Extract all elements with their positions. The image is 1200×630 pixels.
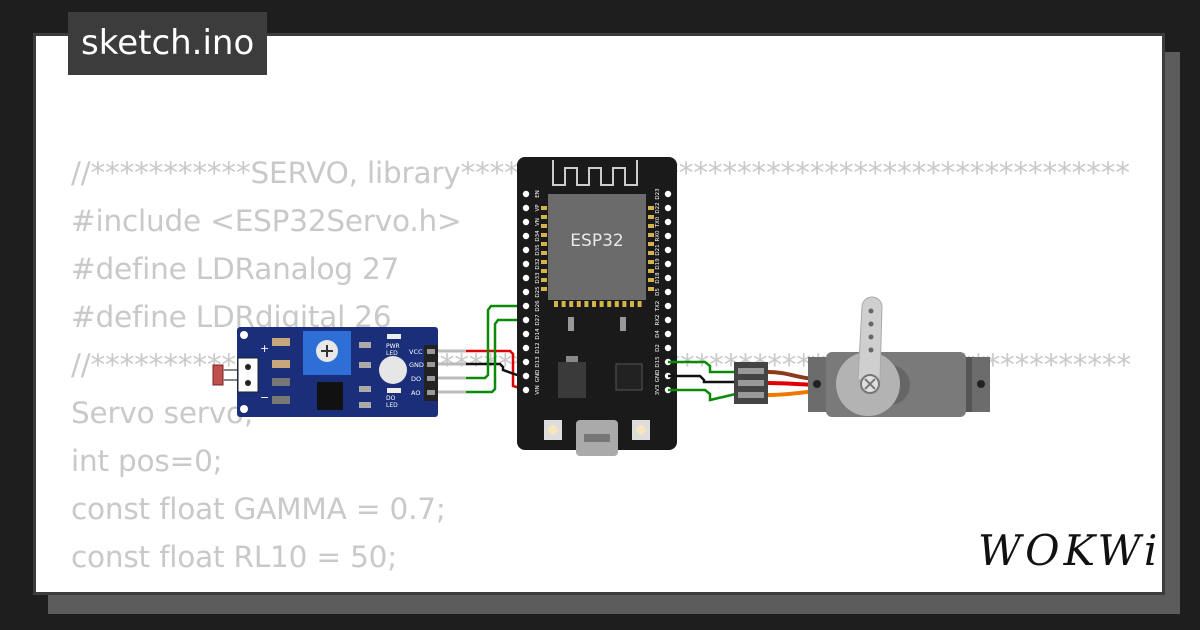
esp32-pin-label: TX2 [655,301,661,313]
esp32-pin-label: VIN [535,385,541,395]
code-line: Servo servo; [71,396,254,430]
esp32-pin-label: GND [535,370,541,383]
pin-label-do: DO [411,375,421,383]
esp32-pin-vp[interactable] [522,204,530,212]
ldr-module[interactable]: + − PWR LED DO LED VCC GND DO AO [212,327,466,417]
esp32-pin-d33[interactable] [522,274,530,282]
esp32-pin-label: EN [535,190,541,198]
esp32-pin-d34[interactable] [522,232,530,240]
esp32-pin-d5[interactable] [664,288,672,296]
code-line: const float GAMMA = 0.7; [71,492,446,526]
esp32-pin-rx0[interactable] [664,232,672,240]
esp32-pin-label: D12 [535,342,541,353]
esp32-pin-d27[interactable] [522,316,530,324]
code-line: #define LDRanalog 27 [71,252,400,286]
esp32-pin-d2[interactable] [664,344,672,352]
esp32-pin-label: D35 [535,244,541,256]
esp32-pin-d35[interactable] [522,246,530,254]
esp32-pin-tx2[interactable] [664,302,672,310]
pin-label-gnd: GND [409,361,424,369]
esp32-pin-en[interactable] [522,190,530,198]
chip-label: ESP32 [570,231,623,251]
esp32-pin-label: D19 [655,258,661,270]
code-line: int pos=0; [71,444,223,478]
comparator-chip [317,382,343,410]
usb-uart-chip [615,363,643,391]
esp32-pin-rx2[interactable] [664,316,672,324]
esp32-pin-label: D25 [535,286,541,298]
minus-sign: − [260,391,269,404]
esp32-pin-label: D15 [655,356,661,368]
esp32-pin-d26[interactable] [522,302,530,310]
esp32-pin-label: TX0 [655,216,661,228]
pin-label-vcc: VCC [409,348,423,356]
esp32-pin-label: D33 [535,272,541,284]
antenna-trace [552,160,638,186]
esp32-pin-d4[interactable] [664,330,672,338]
esp32-pin-label: VP [535,204,541,212]
esp32-pin-d19[interactable] [664,260,672,268]
esp32-pin-vn[interactable] [522,218,530,226]
esp32-pin-d18[interactable] [664,274,672,282]
esp32-pin-label: D23 [655,188,661,200]
esp32-pin-label: D2 [655,344,661,352]
wokwi-logo: WOKWi [978,526,1162,575]
led-indicator [379,356,407,384]
esp32-pin-label: D32 [535,258,541,269]
code-line: const float RL10 = 50; [71,540,397,574]
esp32-pin-tx0[interactable] [664,218,672,226]
esp32-pin-vin[interactable] [522,386,530,394]
esp32-chip [548,194,646,300]
esp32-pin-d14[interactable] [522,330,530,338]
esp32-pin-label: D34 [535,230,541,242]
esp32-pin-label: GND [655,370,661,383]
esp32-pin-label: 3V3 [655,384,661,395]
pin-label-ao: AO [411,389,420,397]
pin-gnd[interactable] [427,362,435,367]
esp32-pin-label: RX0 [655,230,661,242]
esp32-pin-d22[interactable] [664,204,672,212]
esp32-pin-label: VN [535,218,541,226]
esp32-pin-label: D13 [535,356,541,368]
pin-ao[interactable] [427,390,435,395]
pwr-led-label: LED [386,350,398,357]
pwr-led-label: PWR [386,343,400,350]
esp32-pin-d32[interactable] [522,260,530,268]
esp32-pin-label: D27 [535,314,541,326]
esp32-pin-label: D14 [535,328,541,340]
esp32-pin-label: D18 [655,272,661,284]
esp32-pin-gnd[interactable] [522,372,530,380]
esp32-pin-label: D5 [655,288,661,296]
plus-sign: + [260,342,269,355]
pin-do[interactable] [427,376,435,381]
code-line: #include <ESP32Servo.h> [71,204,462,238]
photoresistor [212,364,224,386]
file-tab[interactable]: sketch.ino [68,12,268,75]
do-led-label: DO [386,395,396,402]
esp32-board[interactable]: ESP32 ENVPVND34D35D32D33D25D26D27D14D12D… [517,157,677,456]
esp32-pin-d25[interactable] [522,288,530,296]
esp32-pin-label: D4 [655,330,661,338]
esp32-pin-label: D21 [655,244,661,255]
wires-servo [668,360,741,402]
esp32-pin-label: D26 [535,300,541,312]
esp32-pin-d12[interactable] [522,344,530,352]
esp32-pin-d21[interactable] [664,246,672,254]
servo-motor[interactable] [734,296,990,417]
esp32-pin-d23[interactable] [664,190,672,198]
pin-vcc[interactable] [427,349,435,354]
do-led-label: LED [386,402,398,409]
esp32-pin-d13[interactable] [522,358,530,366]
esp32-pin-label: D22 [655,202,661,213]
esp32-pin-label: RX2 [655,314,661,325]
voltage-regulator [558,362,586,398]
